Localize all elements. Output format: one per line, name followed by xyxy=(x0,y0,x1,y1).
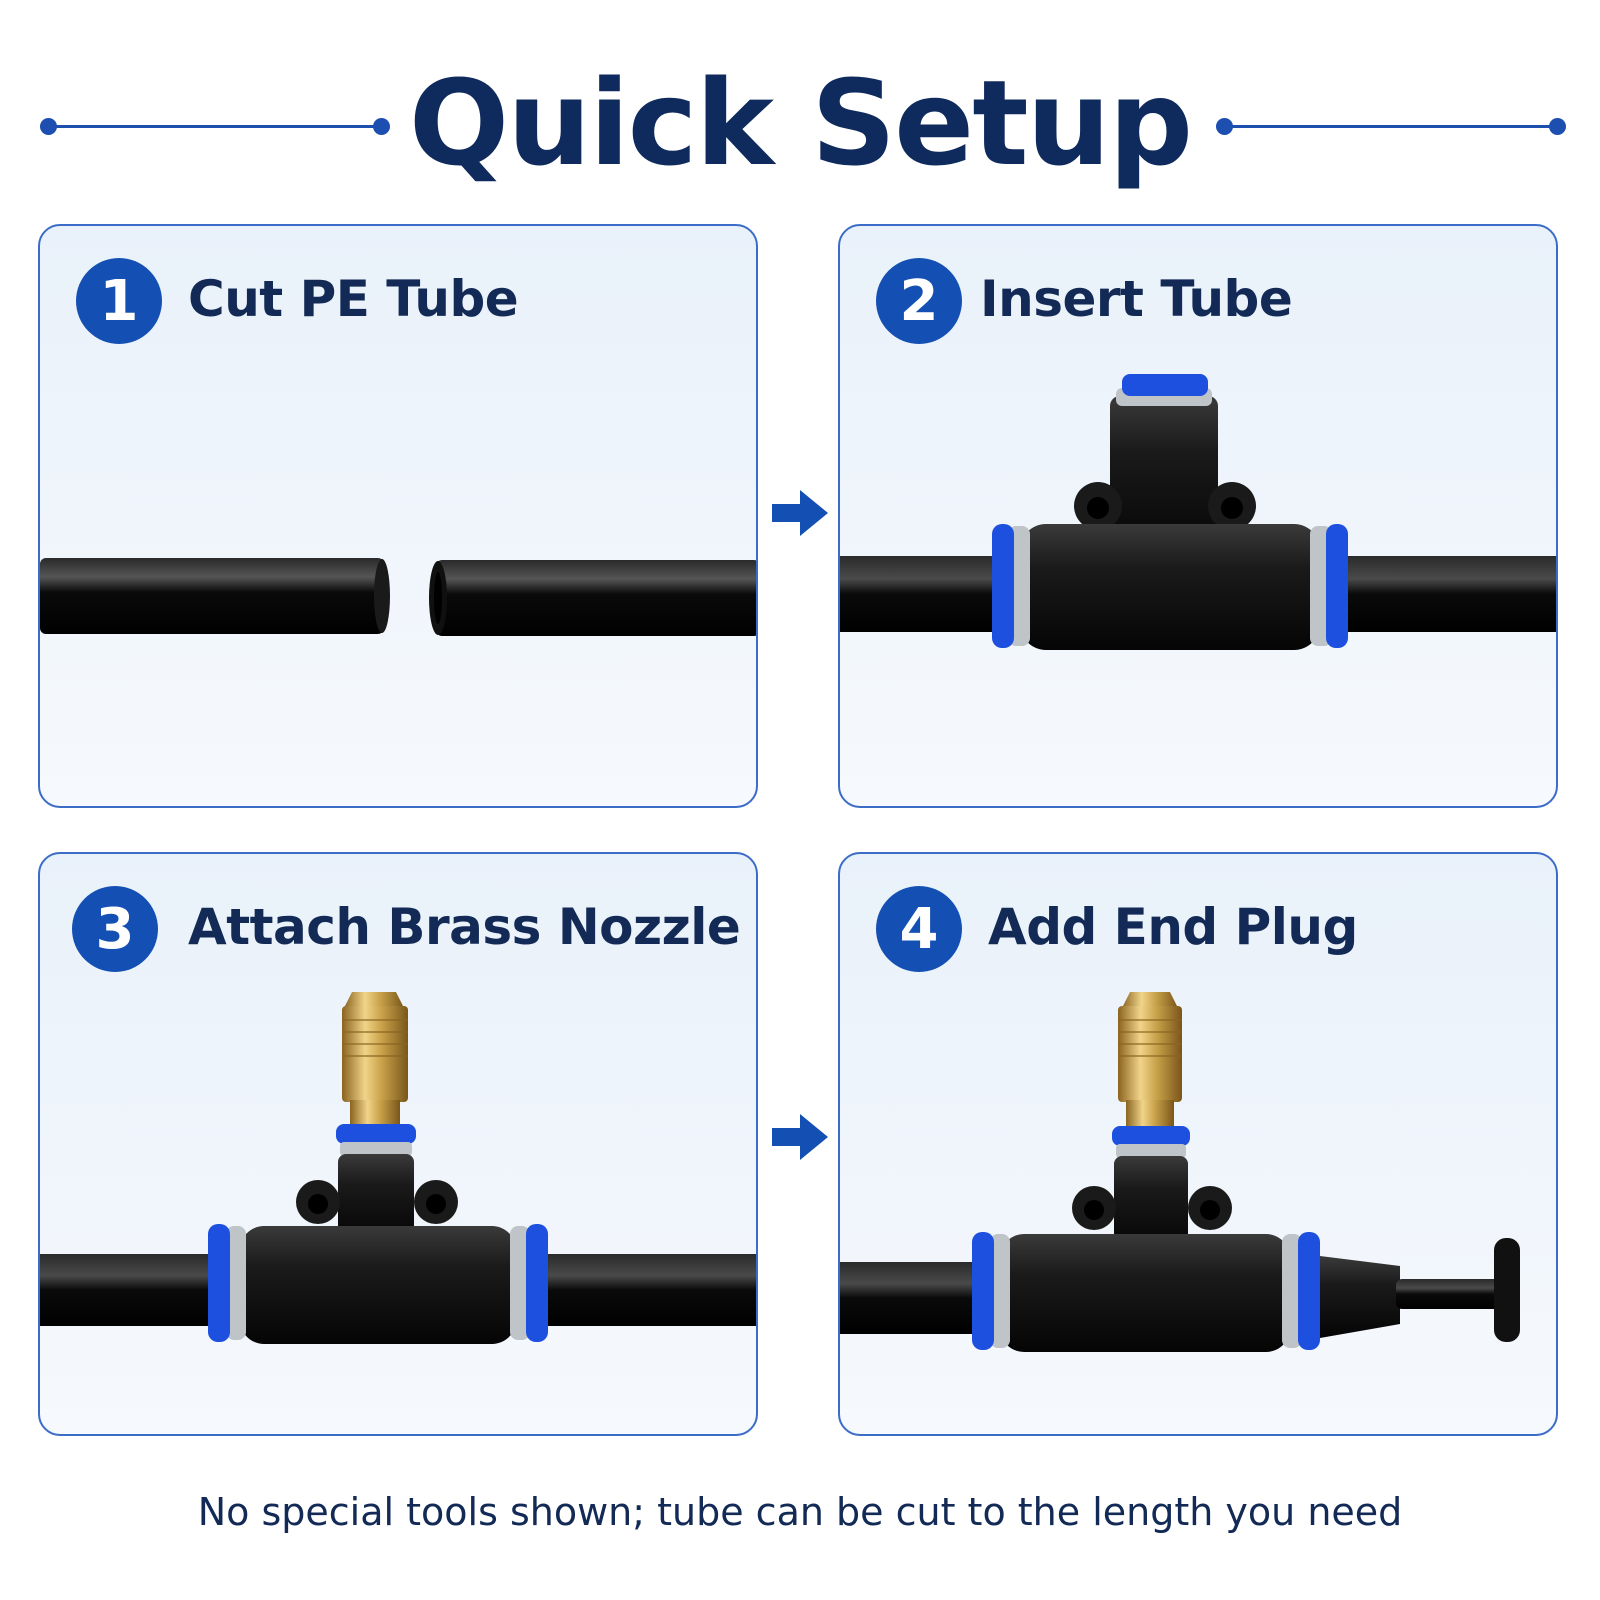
step-title: Add End Plug xyxy=(988,898,1358,956)
arrow-right-icon xyxy=(772,1114,828,1160)
step-card-1: 1 Cut PE Tube xyxy=(38,224,758,808)
arrow-right-icon xyxy=(772,490,828,536)
step-title: Cut PE Tube xyxy=(188,270,519,328)
step-number-badge: 2 xyxy=(876,258,962,344)
tee-connector-icon xyxy=(840,374,1556,650)
step-card-4: 4 Add End Plug xyxy=(838,852,1558,1436)
footer-note: No special tools shown; tube can be cut … xyxy=(197,1490,1403,1534)
page-title: Quick Setup xyxy=(408,54,1193,192)
title-right-line xyxy=(1216,118,1566,135)
step-title: Attach Brass Nozzle xyxy=(188,898,741,956)
step-card-3: 3 Attach Brass Nozzle xyxy=(38,852,758,1436)
step-number-badge: 1 xyxy=(76,258,162,344)
cut-tube-icon xyxy=(40,558,756,636)
step-title: Insert Tube xyxy=(980,270,1293,328)
step-number-badge: 4 xyxy=(876,886,962,972)
title-left-line xyxy=(40,118,390,135)
brass-nozzle-icon xyxy=(40,992,756,1344)
step-card-2: 2 Insert Tube xyxy=(838,224,1558,808)
end-plug-icon xyxy=(840,992,1520,1352)
step-number-badge: 3 xyxy=(72,886,158,972)
